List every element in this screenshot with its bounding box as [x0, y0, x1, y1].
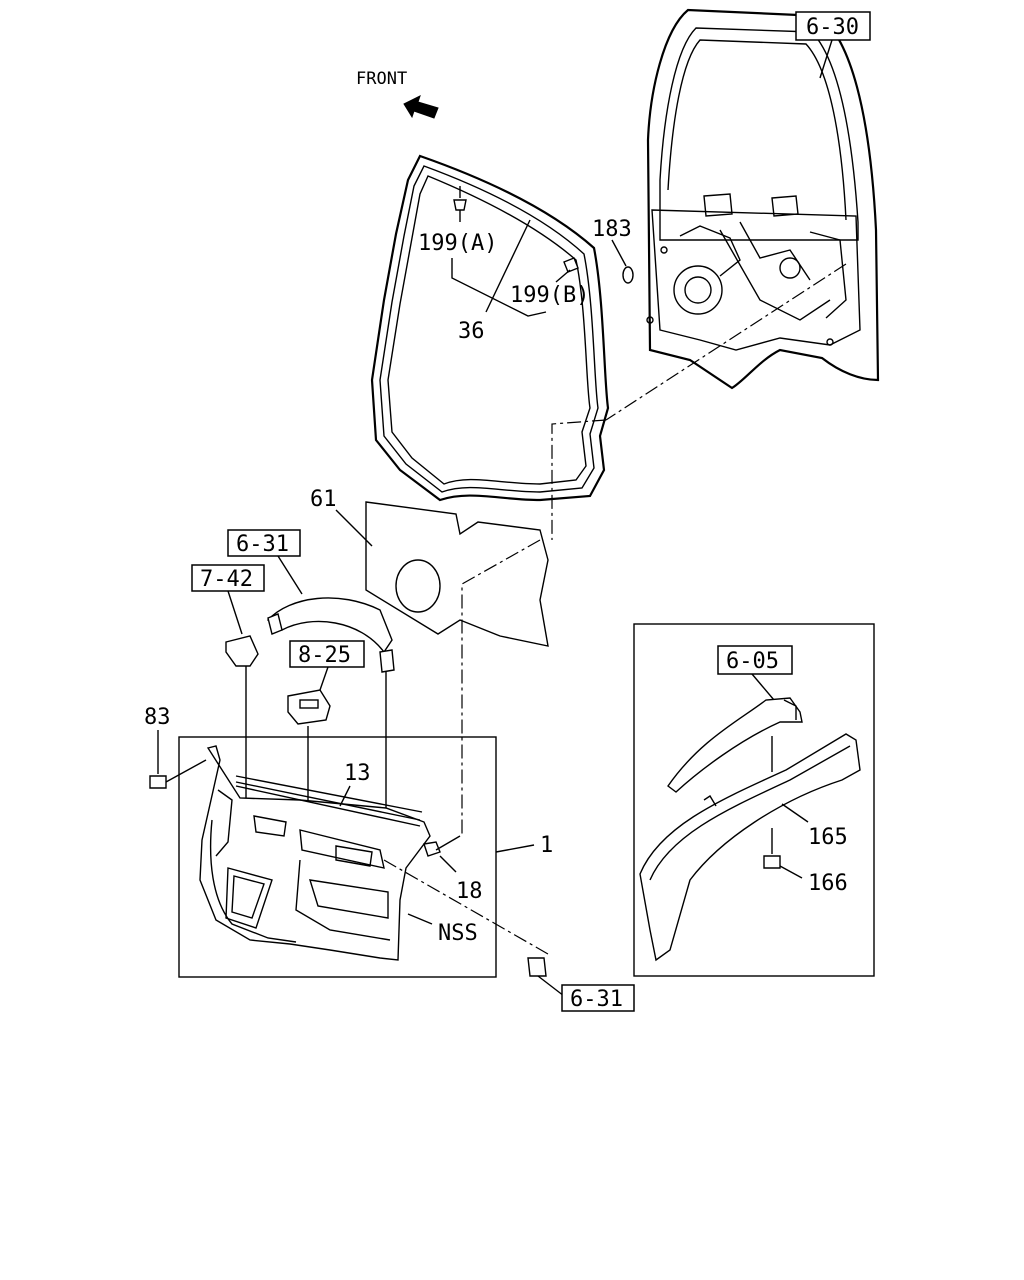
leader-6-31-top	[277, 555, 303, 595]
ref-6-31-top-label: 6-31	[236, 532, 289, 557]
label-199a: 199(A)	[418, 231, 497, 256]
ref-6-05-label: 6-05	[726, 649, 779, 674]
pocket-trim-6-05	[667, 697, 803, 793]
label-83: 83	[144, 705, 171, 730]
pocket-inset-frame	[633, 623, 875, 977]
part-183: 183	[592, 217, 634, 284]
ref-7-42-label: 7-42	[200, 567, 253, 592]
grab-handle	[266, 597, 395, 838]
label-165: 165	[808, 825, 848, 850]
screw-18: 18	[423, 835, 483, 904]
ref-6-31-bottom-label: 6-31	[570, 987, 623, 1012]
ref-6-30[interactable]: 6-30	[795, 11, 871, 41]
label-199b: 199(B)	[510, 283, 589, 308]
label-18: 18	[456, 879, 483, 904]
leader-6-30	[819, 39, 833, 79]
trim-panel: 13	[199, 745, 431, 961]
label-13: 13	[344, 761, 371, 786]
label-61: 61	[310, 487, 337, 512]
dash-line-6-31	[383, 859, 549, 955]
ref-8-25-label: 8-25	[298, 643, 351, 668]
ref-8-25[interactable]: 8-25	[289, 640, 365, 668]
bolt-83: 83	[144, 705, 207, 789]
leader-36: 36	[451, 219, 547, 344]
dash-line-shell	[605, 263, 847, 421]
insulator-61: 61	[310, 487, 549, 836]
clip-199b: 199(B)	[510, 257, 589, 308]
weatherstrip-36	[370, 154, 610, 502]
ref-6-05[interactable]: 6-05	[717, 645, 793, 675]
label-1: 1	[540, 833, 553, 858]
label-183: 183	[592, 217, 632, 242]
leader-8-25	[319, 666, 329, 691]
label-nss: NSS	[438, 921, 478, 946]
leader-7-42	[227, 590, 243, 635]
screw-166: 166	[763, 828, 848, 896]
leader-6-05	[751, 673, 775, 701]
label-36: 36	[458, 319, 485, 344]
clip-199a: 199(A)	[418, 186, 497, 256]
front-arrow-icon	[403, 95, 439, 119]
door-shell	[646, 8, 880, 390]
switch-7-42	[225, 635, 259, 802]
nss-callout: NSS	[407, 913, 478, 946]
ref-6-31-top[interactable]: 6-31	[227, 529, 301, 557]
ref-6-30-label: 6-30	[806, 15, 859, 40]
leader-1	[495, 844, 535, 853]
ref-6-31-bottom[interactable]: 6-31	[561, 984, 635, 1012]
ref-7-42[interactable]: 7-42	[191, 564, 265, 592]
trim-panel-frame	[178, 736, 497, 978]
pocket-165: 165	[639, 733, 861, 962]
front-label: FRONT	[356, 69, 407, 89]
dash-line-seal	[551, 419, 607, 540]
front-indicator: FRONT	[356, 69, 439, 119]
clip-6-31	[527, 957, 565, 997]
label-166: 166	[808, 871, 848, 896]
